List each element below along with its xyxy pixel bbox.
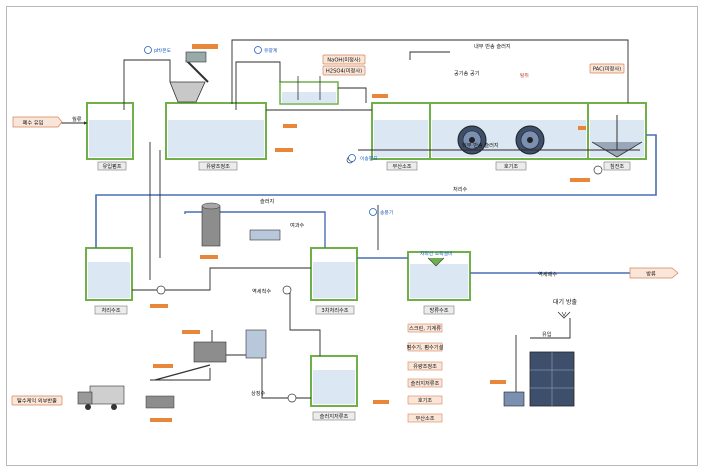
note-return-sludge: 내부 반송 슬러지	[474, 42, 511, 50]
red-tag-odor: 탈취	[520, 72, 529, 79]
tank-label-t1: 유입펌프	[102, 162, 121, 170]
tank-tertiary: 3차처리수조	[310, 247, 358, 315]
sludge-out-tag: 탈수케익 외부반출	[11, 395, 63, 406]
inflow-tag: 폐수 유입	[12, 116, 63, 128]
legend-item-1: 펌수기, 펌수기설	[407, 343, 444, 351]
piping	[60, 39, 671, 399]
outflow-label: 방류	[646, 270, 656, 278]
screen-hopper-icon	[169, 51, 209, 103]
tank-inflow-pump: 유입펌프	[86, 102, 134, 171]
note-air: 공기송 공기	[454, 69, 480, 77]
air-out-label: 대기 방출	[553, 298, 577, 306]
uv-lamp-icon	[249, 229, 281, 241]
tag-orange	[150, 44, 590, 422]
outflow-tag: 방류	[629, 267, 679, 279]
tank-label-t4: 호기조	[504, 162, 519, 170]
tank-label-t3: 무산소조	[392, 162, 411, 170]
note-overflow: 월류	[72, 115, 82, 123]
tank-label-t7: 3차처리수조	[321, 306, 348, 314]
note-backwash: 역세배수	[538, 270, 557, 278]
tank-sludge: 슬러지저류조	[310, 355, 358, 421]
legend-item-4: 호기조	[418, 396, 433, 404]
tank-discharge: 방류수조	[407, 251, 471, 315]
chem-pac: PAC(미정사)	[593, 65, 621, 73]
tank-equalization: 유량조정조	[165, 102, 267, 171]
note-supernatant: 상징수	[251, 389, 266, 397]
tank-label-t2: 유량조정조	[206, 163, 230, 170]
legend-item-0: 스크린, 기계류	[409, 324, 441, 332]
note-treated-water: 처리수	[453, 185, 468, 193]
instrument-icon	[144, 46, 377, 216]
note-feed: 유입	[542, 330, 552, 338]
legend-item-2: 유량조정조	[413, 363, 437, 370]
blue-tag-uv: 자외선 소독설비	[420, 250, 452, 257]
note-wash-water: 역세척수	[252, 287, 271, 295]
aerator-icon	[457, 125, 545, 155]
tank-treated: 처리수조	[85, 247, 133, 315]
sludge-out-label: 탈수케익 외부반출	[17, 397, 57, 405]
tank-label-t8: 방류수조	[429, 306, 448, 314]
note-filtrate: 여과수	[290, 221, 305, 229]
filter-tower-icon	[201, 202, 221, 247]
blue-tag-c: 이송펌프	[360, 155, 378, 162]
reaction-tank	[279, 76, 339, 105]
legend-item-3: 슬러지저류조	[411, 379, 440, 387]
truck-icon	[77, 385, 175, 410]
tank-clarifier: 침전조	[587, 102, 647, 171]
legend-item-5: 무산소조	[415, 414, 434, 422]
tank-aerobic: 호기조	[429, 102, 589, 171]
belt-press-icon	[154, 329, 267, 381]
note-external-return: 외부 반송 슬러지	[462, 141, 499, 149]
tank-label-t9: 슬러지저류조	[320, 412, 349, 420]
blue-tag-a: pH/온도	[154, 48, 172, 54]
tank-anoxic: 무산소조	[371, 102, 431, 171]
chem-labels: NaOH(미정사) H2SO4(미정사) PAC(미정사)	[322, 54, 625, 76]
chem-h2so4: H2SO4(미정사)	[326, 67, 362, 75]
blue-tag-d: 송풍기	[380, 209, 393, 216]
chem-naoh: NaOH(미정사)	[327, 56, 360, 64]
tank-label-t5: 침전조	[610, 162, 625, 170]
inflow-label: 폐수 유입	[23, 119, 44, 127]
note-sludge-line: 슬러지	[260, 197, 275, 205]
scrubber-icon	[503, 351, 575, 407]
blue-tag-b: 유량계	[264, 47, 277, 54]
legend: 스크린, 기계류 펌수기, 펌수기설 유량조정조 슬러지저류조 호기조 무산소조	[407, 323, 444, 423]
tank-label-t6: 처리수조	[101, 306, 120, 314]
air-release: 대기 방출	[553, 298, 577, 319]
